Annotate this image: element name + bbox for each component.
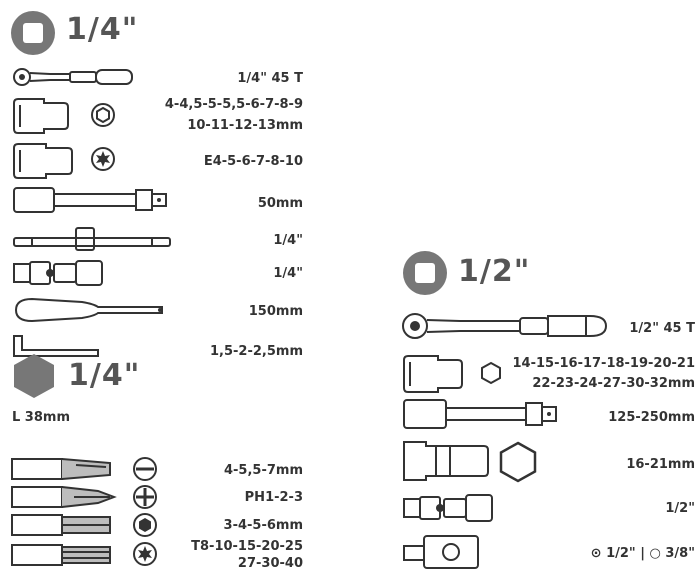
- extension-bar-icon: [403, 399, 557, 429]
- bit-label-phillips: PH1-2-3: [244, 490, 303, 505]
- hex-profile-icon: [91, 103, 115, 127]
- bits-length-label: L 38mm: [12, 410, 70, 425]
- item-label-socket-sizes-half-1: 14-15-16-17-18-19-20-21: [512, 356, 696, 371]
- bit-label-hex: 3-4-5-6mm: [223, 518, 303, 533]
- item-label-universal-joint: 1/4": [273, 266, 303, 281]
- socket-icon: [13, 143, 73, 179]
- extension-bar-icon: [13, 187, 167, 213]
- item-label-universal-joint-half: 1/2": [665, 501, 695, 516]
- ratchet-icon: [402, 313, 608, 339]
- ratchet-icon: [13, 68, 133, 86]
- t-handle-icon: [13, 227, 171, 251]
- ring-icon: ○: [649, 546, 661, 561]
- socket-icon: [13, 98, 69, 134]
- socket-icon: [403, 441, 489, 481]
- item-label-ratchet: 1/4" 45 T: [237, 71, 303, 86]
- hex-bit-icon: [11, 514, 111, 536]
- item-label-torx-sockets: E4-5-6-7-8-10: [203, 154, 303, 169]
- phillips-profile-icon: [133, 485, 157, 509]
- universal-joint-icon: [403, 494, 493, 522]
- bits-header: 1/4": [68, 358, 141, 393]
- torx-profile-icon: [91, 147, 115, 171]
- universal-joint-icon: [13, 260, 103, 286]
- hex-key-icon: [13, 335, 99, 357]
- adapter-label: ⊙ 1/2" | ○ 3/8": [591, 545, 695, 562]
- bit-label-slotted: 4-5,5-7mm: [223, 463, 303, 478]
- bit-label-torx-1: T8-10-15-20-25: [191, 539, 303, 554]
- separator: |: [640, 546, 645, 561]
- slotted-bit-icon: [11, 458, 111, 480]
- item-label-spark-plug: 16-21mm: [626, 457, 695, 472]
- bit-label-torx-2: 27-30-40: [237, 556, 303, 571]
- hex-bit-header-icon: [14, 354, 54, 398]
- adapter-size-b: 3/8": [665, 546, 695, 561]
- item-label-socket-sizes-1: 4-4,5-5-5,5-6-7-8-9: [164, 97, 303, 112]
- phillips-bit-icon: [11, 486, 117, 508]
- hex-profile-icon: [133, 513, 157, 537]
- item-label-socket-sizes-2: 10-11-12-13mm: [187, 118, 303, 133]
- adapter-size-a: 1/2": [606, 546, 636, 561]
- square-drive-icon: [403, 251, 447, 295]
- drive-size-header: 1/2": [458, 254, 531, 289]
- item-label-screwdriver: 150mm: [248, 304, 303, 319]
- dot-icon: ⊙: [590, 546, 602, 561]
- item-label-extension: 50mm: [257, 196, 303, 211]
- torx-bit-icon: [11, 544, 111, 566]
- item-label-ratchet-half: 1/2" 45 T: [629, 321, 695, 336]
- adapter-icon: [403, 535, 479, 569]
- bit-holder-screwdriver-icon: [14, 297, 163, 323]
- slotted-profile-icon: [133, 457, 157, 481]
- item-label-socket-sizes-half-2: 22-23-24-27-30-32mm: [532, 376, 695, 391]
- item-label-t-handle: 1/4": [273, 233, 303, 248]
- hex-profile-icon: [499, 441, 537, 483]
- socket-icon: [403, 355, 463, 393]
- item-label-extension-half: 125-250mm: [608, 410, 695, 425]
- square-drive-icon: [11, 11, 55, 55]
- torx-profile-icon: [133, 542, 157, 566]
- hex-profile-icon: [481, 361, 501, 385]
- item-label-hex-keys: 1,5-2-2,5mm: [210, 344, 303, 359]
- drive-size-header: 1/4": [66, 12, 139, 47]
